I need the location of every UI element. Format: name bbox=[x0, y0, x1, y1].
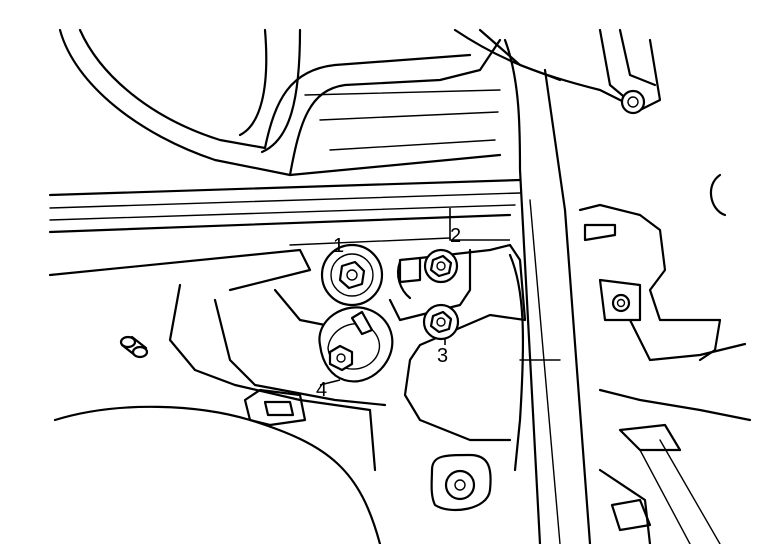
bolt-3 bbox=[422, 303, 460, 341]
leader-lines bbox=[319, 208, 510, 386]
callout-2: 2 bbox=[450, 225, 461, 247]
callout-1: 1 bbox=[333, 235, 344, 257]
b-pillar bbox=[453, 28, 642, 544]
top-right-bracket bbox=[598, 28, 662, 115]
right-door-structure bbox=[578, 173, 752, 544]
lower-bolt bbox=[430, 453, 492, 512]
locating-pin bbox=[119, 335, 149, 359]
bolt-2 bbox=[423, 248, 459, 284]
sill-panel bbox=[48, 178, 522, 246]
callout-3: 3 bbox=[437, 345, 448, 367]
upper-pillar-frame bbox=[58, 28, 502, 177]
bolt-4 bbox=[318, 306, 394, 383]
lower-clip bbox=[243, 388, 307, 427]
callout-4: 4 bbox=[316, 379, 327, 401]
bolt-1 bbox=[320, 243, 384, 307]
